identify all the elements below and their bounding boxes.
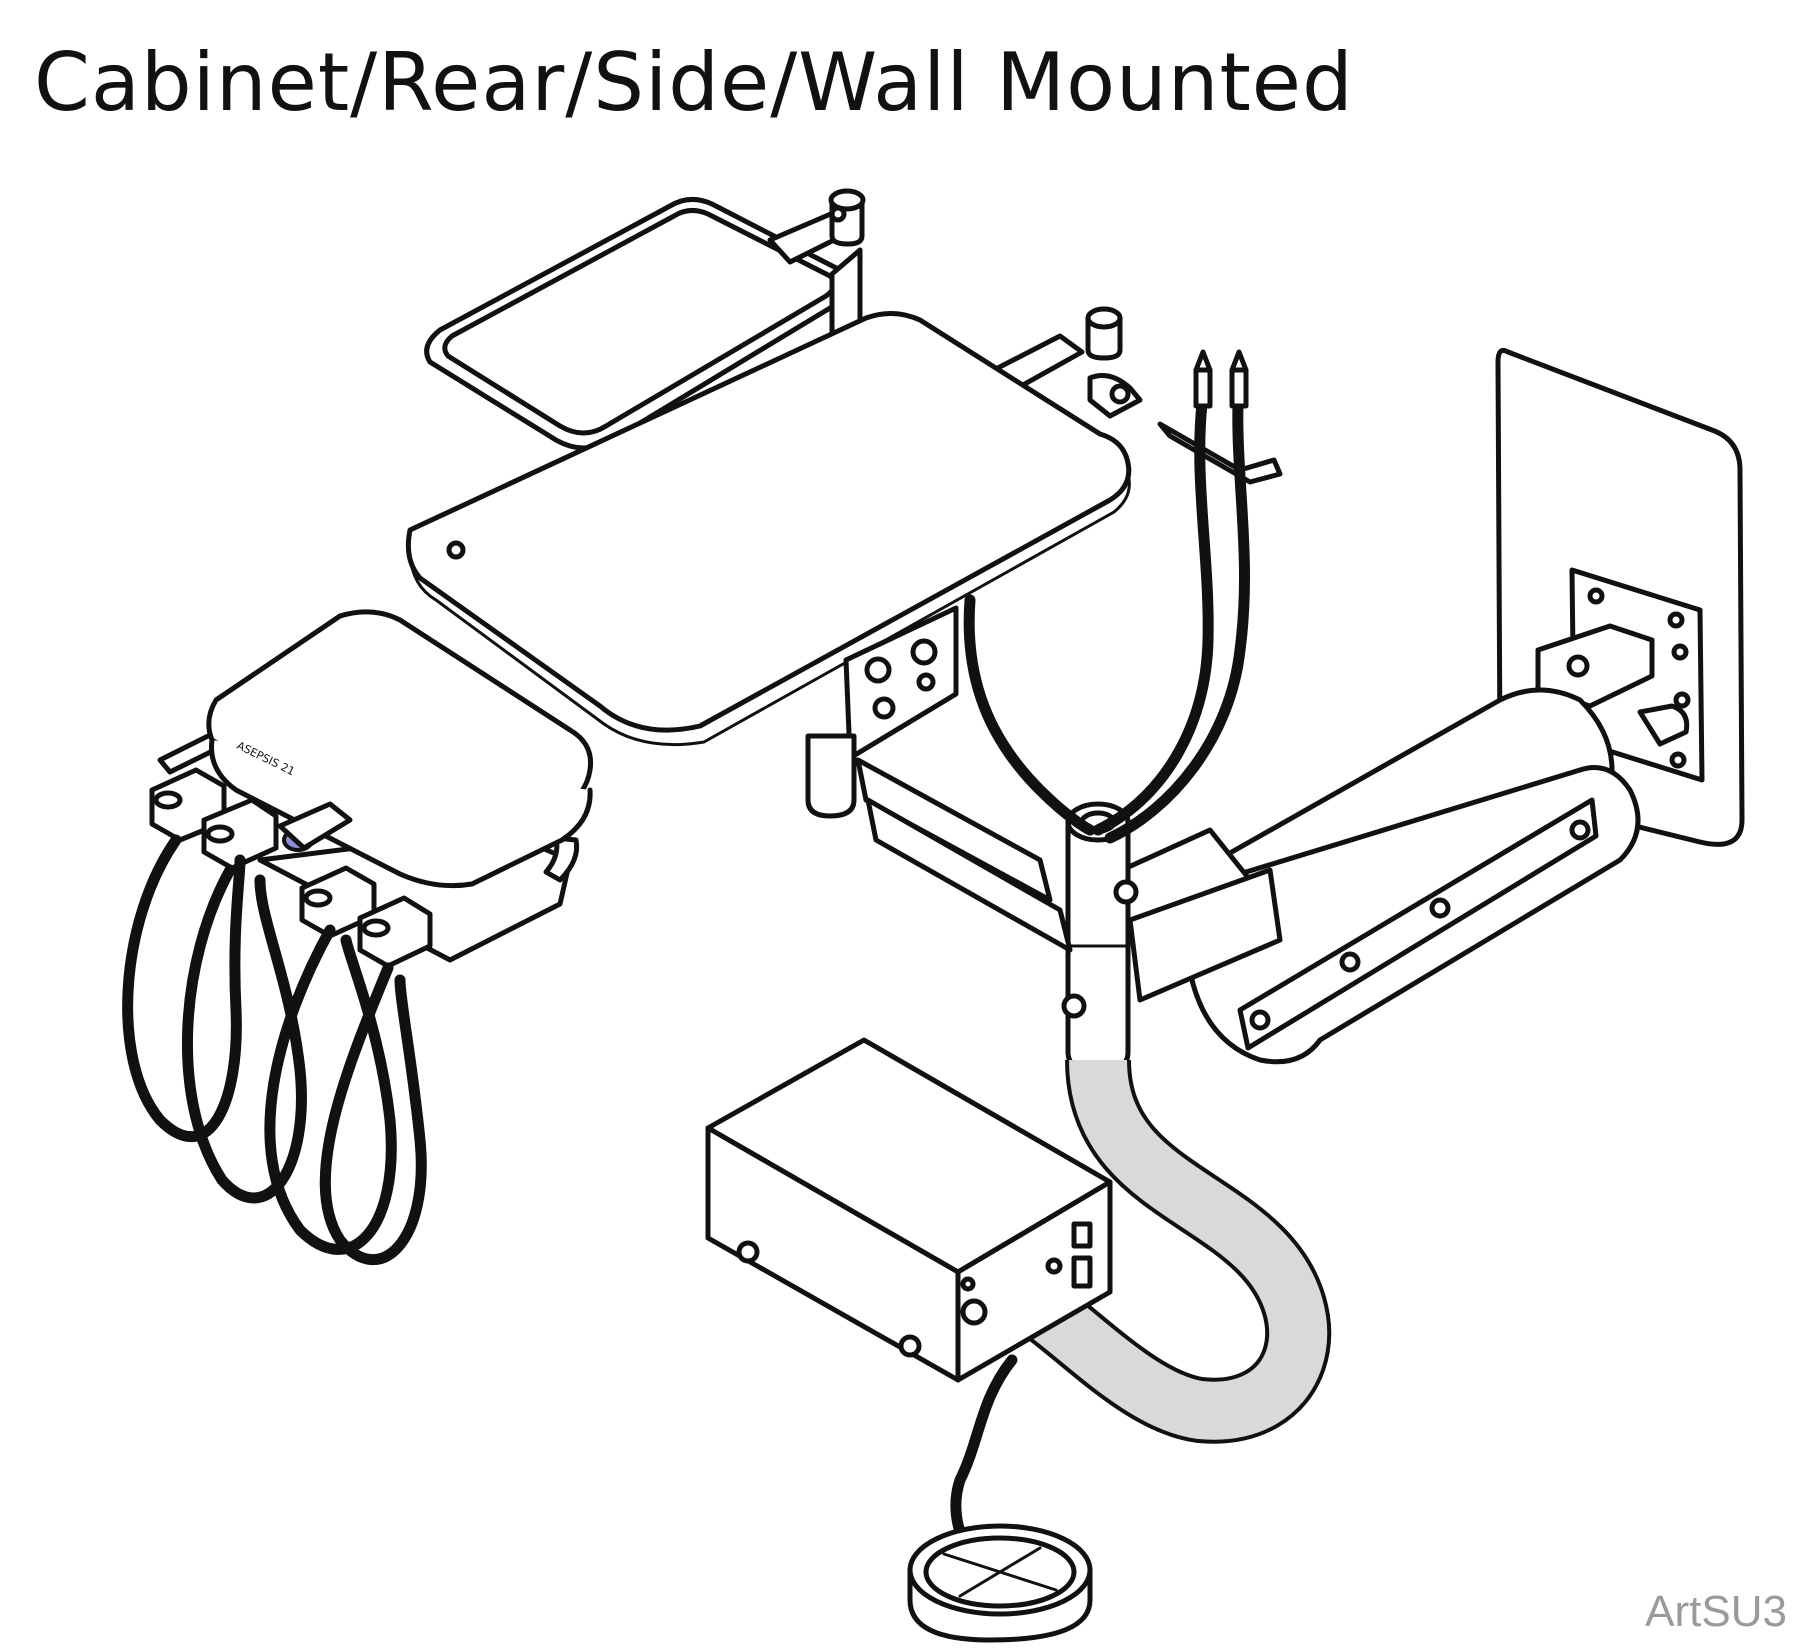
delivery-head: ASEPSIS 21 bbox=[157, 609, 594, 963]
junction-box bbox=[805, 605, 1073, 953]
main-tray bbox=[405, 311, 1132, 747]
handpiece-holders bbox=[149, 767, 433, 969]
vacuum-hose bbox=[996, 1058, 1332, 1444]
page-title: Cabinet/Rear/Side/Wall Mounted bbox=[34, 36, 1354, 129]
articulating-arm bbox=[1087, 623, 1690, 1065]
art-code-label: ArtSU3 bbox=[1645, 1587, 1787, 1636]
handpiece-tubing bbox=[122, 834, 427, 1266]
vacuum-post bbox=[1061, 801, 1139, 1075]
tray-arms bbox=[767, 188, 1143, 419]
control-box bbox=[705, 1037, 1113, 1383]
foot-control bbox=[907, 1354, 1093, 1643]
syringe-hoses bbox=[963, 349, 1283, 844]
